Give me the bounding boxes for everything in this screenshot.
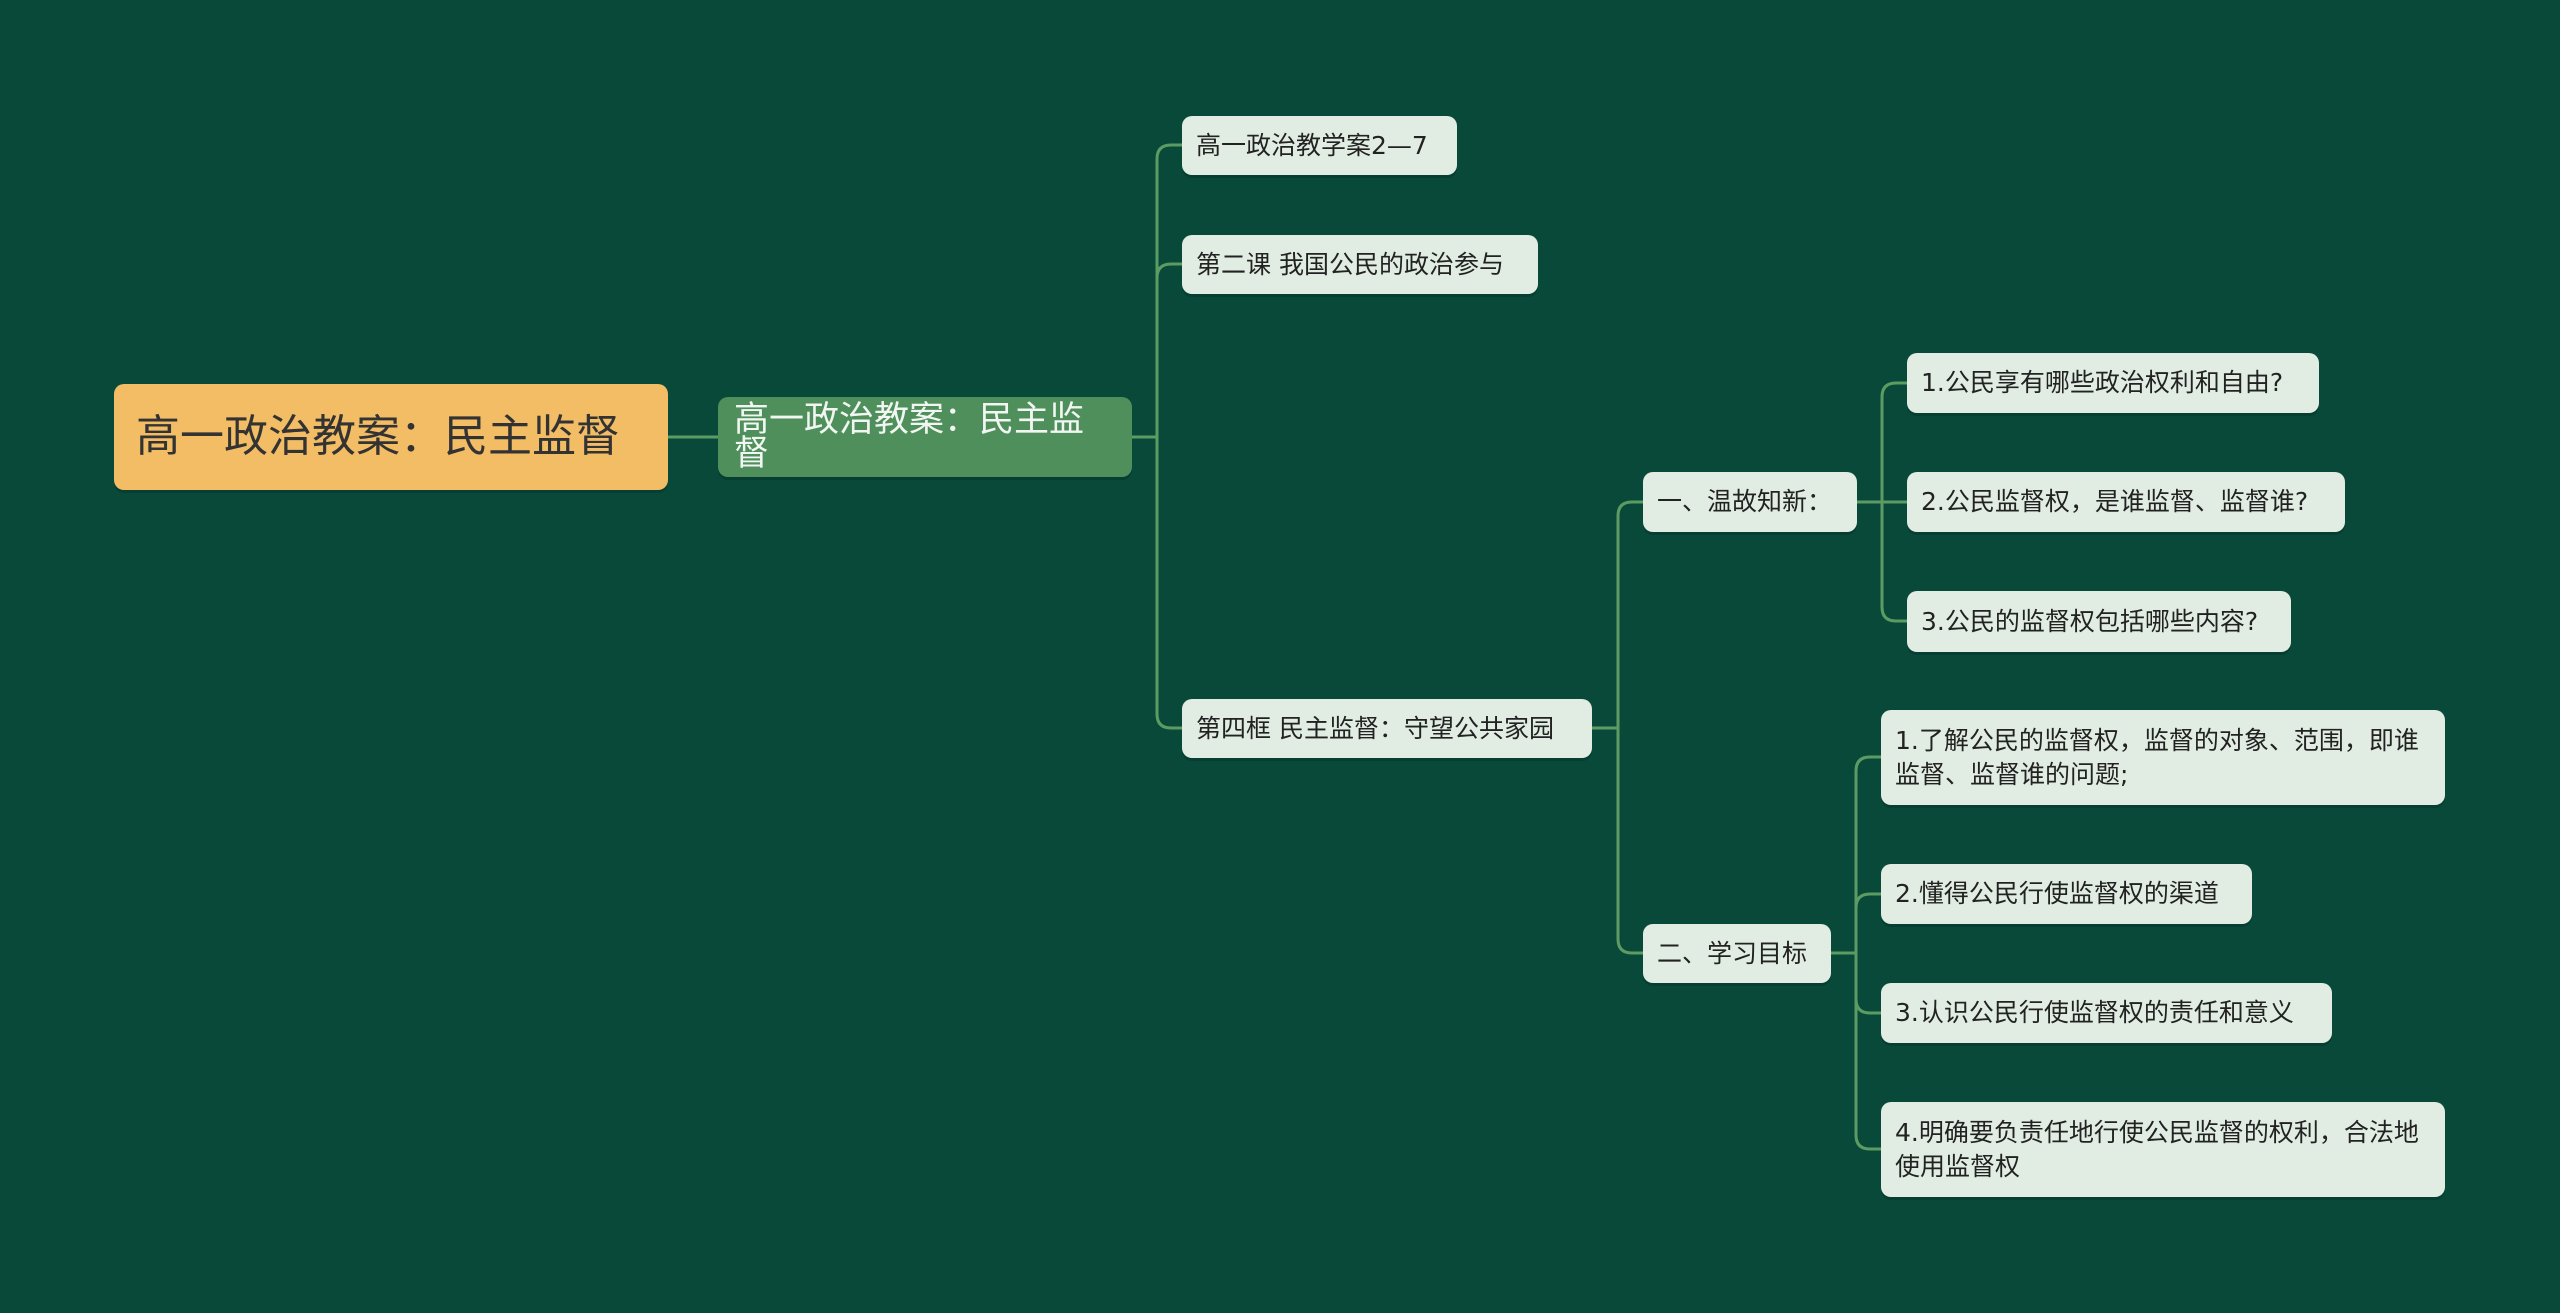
section-goals[interactable]: 二、学习目标 (1643, 924, 1831, 983)
goal-item[interactable]: 4.明确要负责任地行使公民监督的权利，合法地使用监督权 (1881, 1102, 2445, 1197)
root-topic[interactable]: 高一政治教案：民主监督 (114, 384, 668, 490)
connector (1880, 381, 1907, 502)
connector (1616, 728, 1643, 955)
section-review[interactable]: 一、温故知新： (1643, 472, 1857, 532)
connector (1155, 437, 1182, 730)
goal-item[interactable]: 1.了解公民的监督权，监督的对象、范围，即谁监督、监督谁的问题; (1881, 710, 2445, 805)
topic-frame-four[interactable]: 第四框 民主监督：守望公共家园 (1182, 699, 1592, 758)
main-topic[interactable]: 高一政治教案：民主监督 (718, 397, 1132, 477)
connector (1155, 143, 1182, 437)
review-item[interactable]: 2.公民监督权，是谁监督、监督谁? (1907, 472, 2345, 532)
connector (1854, 953, 1881, 1015)
connector (1854, 755, 1881, 953)
goal-item[interactable]: 3.认识公民行使监督权的责任和意义 (1881, 983, 2332, 1043)
review-item[interactable]: 3.公民的监督权包括哪些内容? (1907, 591, 2291, 652)
topic-lesson-plan[interactable]: 高一政治教学案2—7 (1182, 116, 1457, 175)
connector (1880, 502, 1907, 623)
connector (1854, 892, 1881, 953)
review-item[interactable]: 1.公民享有哪些政治权利和自由? (1907, 353, 2319, 413)
topic-lesson-two[interactable]: 第二课 我国公民的政治参与 (1182, 235, 1538, 294)
connector (1854, 953, 1881, 1151)
goal-item[interactable]: 2.懂得公民行使监督权的渠道 (1881, 864, 2252, 924)
connector (1155, 262, 1182, 437)
connector (1616, 500, 1643, 728)
